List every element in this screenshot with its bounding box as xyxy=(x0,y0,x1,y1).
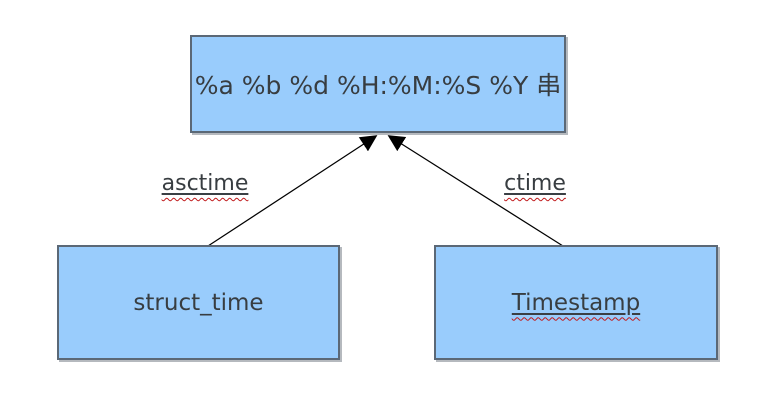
node-timestamp-label-squiggle: Timestamp xyxy=(512,290,640,316)
edge-label-ctime-text: ctime xyxy=(504,171,566,196)
edge-label-asctime[interactable]: asctime xyxy=(150,171,260,196)
edge-label-ctime[interactable]: ctime xyxy=(490,171,580,196)
edge-label-ctime-squiggle: ctime xyxy=(504,171,566,196)
edge-label-asctime-squiggle: asctime xyxy=(162,171,249,196)
node-struct-time-label: struct_time xyxy=(133,289,264,316)
node-format-string-label: %a %b %d %H:%M:%S %Y 串 xyxy=(194,71,562,100)
node-timestamp-label: Timestamp xyxy=(511,289,641,316)
node-format-string[interactable]: %a %b %d %H:%M:%S %Y 串 xyxy=(190,35,566,133)
node-struct-time[interactable]: struct_time xyxy=(57,245,340,360)
node-timestamp[interactable]: Timestamp xyxy=(434,245,718,360)
edge-label-asctime-text: asctime xyxy=(161,171,249,196)
